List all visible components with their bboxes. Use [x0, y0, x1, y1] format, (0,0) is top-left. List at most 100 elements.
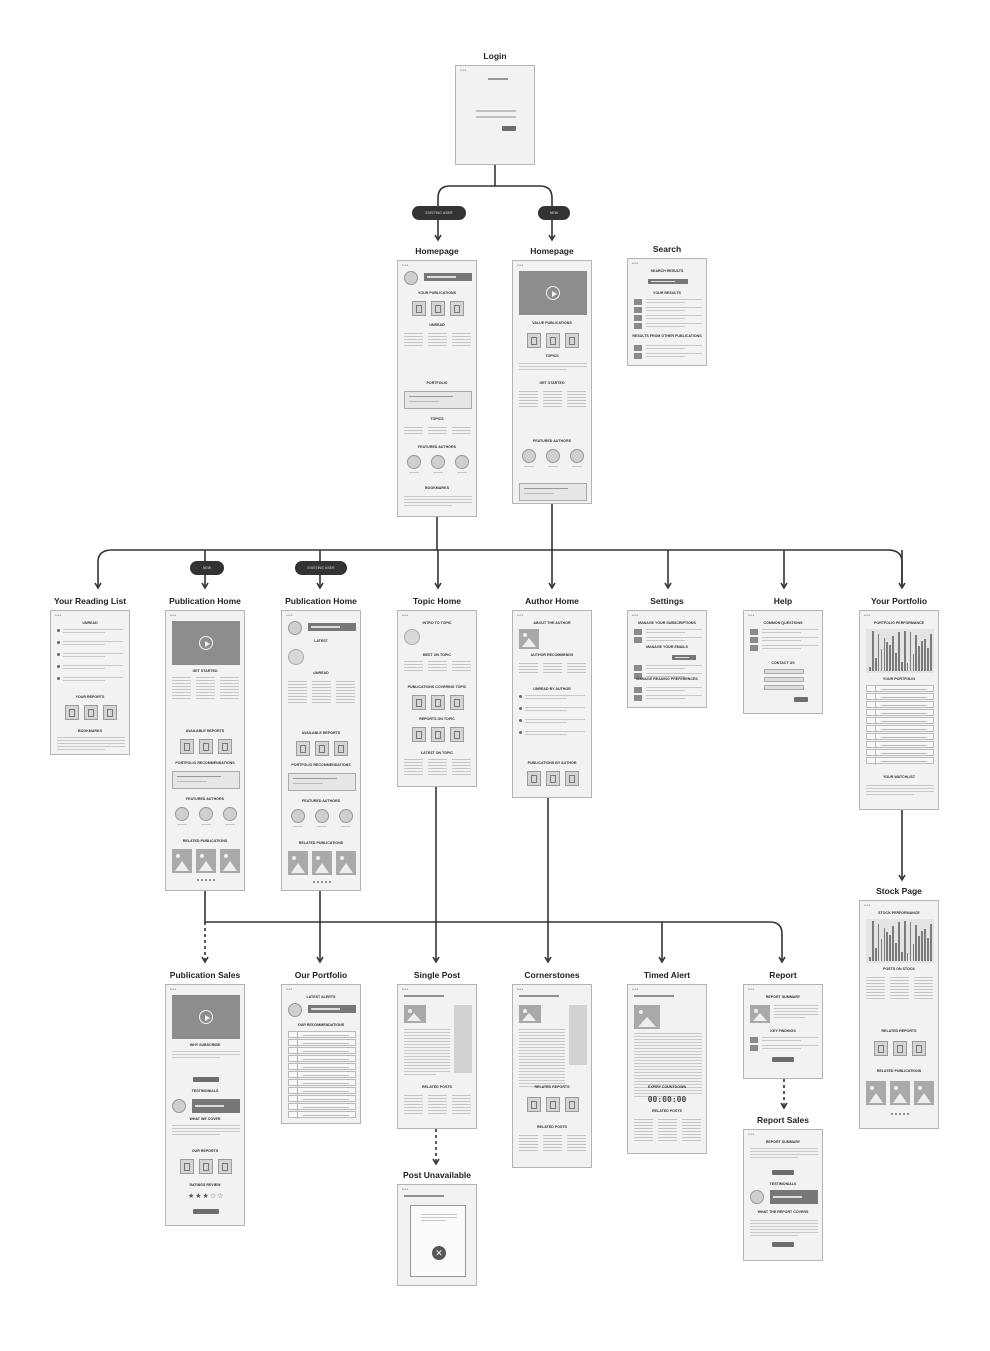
- mountain-icon: [407, 1013, 422, 1021]
- text-line-placeholder: [634, 1045, 702, 1047]
- chart-bar: [892, 926, 894, 961]
- text-line-placeholder: [651, 280, 675, 283]
- branch-pill-existing: EXISTING USER: [295, 561, 347, 575]
- text-line-placeholder: [762, 1037, 818, 1039]
- window-dots-icon: •••: [55, 613, 62, 619]
- text-line-placeholder: [404, 1110, 423, 1112]
- avatar-icon: [315, 809, 329, 823]
- text-line-placeholder: [428, 661, 447, 663]
- banner-placeholder: [770, 1190, 818, 1204]
- arrowhead-icon: [898, 582, 906, 590]
- table-row: [288, 1039, 356, 1047]
- text-line-placeholder: [543, 672, 562, 674]
- section-label: REPORT SUMMARY: [765, 1140, 801, 1144]
- text-line-placeholder: [646, 356, 686, 358]
- video-placeholder: [519, 271, 587, 315]
- text-line-placeholder: [543, 1150, 562, 1152]
- text-line-placeholder: [288, 681, 307, 683]
- arrowhead-icon: [201, 956, 209, 964]
- text-line-placeholder: [63, 680, 105, 682]
- text-line-placeholder: [404, 768, 423, 770]
- text-line-placeholder: [646, 676, 686, 678]
- heading-placeholder: [476, 116, 516, 118]
- mountain-icon: [175, 861, 189, 871]
- image-placeholder: [196, 849, 216, 873]
- screen-login[interactable]: •••: [455, 65, 535, 165]
- text-line-placeholder: [634, 1054, 702, 1056]
- text-line-placeholder: [866, 788, 934, 790]
- text-line-placeholder: [452, 768, 471, 770]
- document-icon: [912, 1041, 926, 1056]
- text-line-placeholder: [646, 668, 686, 670]
- avatar-icon: [750, 1190, 764, 1204]
- text-line-placeholder: [543, 666, 562, 668]
- text-line-placeholder: [567, 1150, 586, 1152]
- table-row: [288, 1063, 356, 1071]
- page-glyph-icon: [416, 305, 422, 313]
- screen-single-post[interactable]: •••RELATED POSTS: [397, 984, 477, 1129]
- document-icon: [103, 705, 117, 720]
- section-label: UNREAD BY AUTHOR: [533, 687, 571, 691]
- text-line-placeholder: [63, 656, 105, 658]
- text-line-placeholder: [881, 736, 927, 738]
- text-line-placeholder: [220, 695, 239, 697]
- list-thumb-icon: [750, 1045, 758, 1051]
- text-line-placeholder: [519, 397, 538, 399]
- pager-dot: [891, 1113, 894, 1116]
- table-row: [288, 1047, 356, 1055]
- text-line-placeholder: [519, 1147, 538, 1149]
- button-placeholder: [772, 1170, 794, 1175]
- text-line-placeholder: [341, 826, 351, 828]
- button-placeholder: [502, 126, 516, 131]
- text-line-placeholder: [914, 995, 933, 997]
- text-line-placeholder: [658, 1131, 677, 1133]
- text-line-placeholder: [750, 1223, 818, 1225]
- arrowhead-icon: [434, 582, 442, 590]
- chart-bar: [900, 951, 903, 961]
- document-icon: [893, 1041, 907, 1056]
- text-line-placeholder: [890, 998, 909, 1000]
- screen-post-unavailable[interactable]: •••✕: [397, 1184, 477, 1286]
- text-line-placeholder: [866, 791, 934, 793]
- mountain-icon: [869, 1093, 883, 1103]
- text-line-placeholder: [404, 1053, 450, 1055]
- arrowhead-icon: [316, 956, 324, 964]
- text-line-placeholder: [525, 707, 585, 709]
- pager-dot: [213, 879, 216, 882]
- text-line-placeholder: [567, 394, 586, 396]
- text-line-placeholder: [428, 430, 447, 432]
- window-dots-icon: •••: [632, 987, 639, 993]
- text-line-placeholder: [312, 681, 331, 683]
- text-line-placeholder: [682, 1140, 701, 1142]
- sun-icon: [176, 853, 180, 858]
- text-line-placeholder: [57, 740, 125, 742]
- text-line-placeholder: [914, 989, 933, 991]
- text-line-placeholder: [303, 1042, 349, 1044]
- text-line-placeholder: [682, 1131, 701, 1133]
- text-line-placeholder: [519, 666, 538, 668]
- avatar-icon: [404, 271, 418, 285]
- text-line-placeholder: [774, 1005, 818, 1007]
- text-line-placeholder: [519, 1059, 565, 1061]
- page-glyph-icon: [184, 743, 190, 751]
- text-line-placeholder: [63, 644, 105, 646]
- text-line-placeholder: [890, 992, 909, 994]
